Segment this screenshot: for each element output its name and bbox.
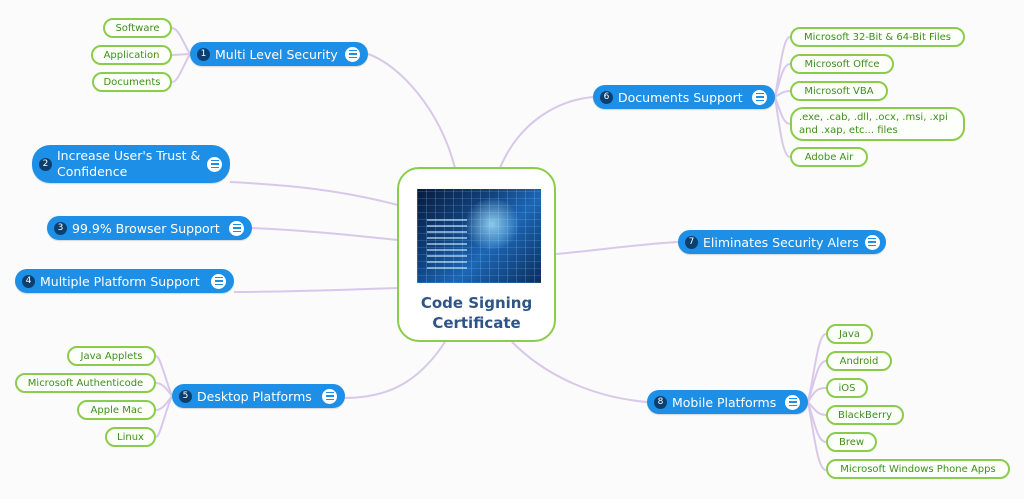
leaf-ios[interactable]: iOS bbox=[826, 378, 868, 398]
branch-label: Mobile Platforms bbox=[672, 394, 777, 410]
central-topic-title: Code Signing Certificate bbox=[420, 294, 533, 332]
leaf-application[interactable]: Application bbox=[91, 45, 172, 65]
branch-number-badge: 8 bbox=[654, 395, 667, 409]
branch-number-badge: 2 bbox=[39, 157, 52, 171]
branch-documents-support[interactable]: 6 Documents Support bbox=[593, 85, 775, 109]
branch-number-badge: 3 bbox=[54, 221, 67, 235]
note-icon[interactable] bbox=[785, 394, 800, 410]
branch-number-badge: 7 bbox=[685, 235, 698, 249]
leaf-microsoft-vba[interactable]: Microsoft VBA bbox=[790, 81, 888, 101]
branch-multiple-platform-support[interactable]: 4 Multiple Platform Support bbox=[15, 269, 234, 293]
branch-eliminates-security-alerts[interactable]: 7 Eliminates Security Alers bbox=[678, 230, 886, 254]
leaf-microsoft-office[interactable]: Microsoft Offce bbox=[790, 54, 894, 74]
branch-desktop-platforms[interactable]: 5 Desktop Platforms bbox=[172, 384, 345, 408]
leaf-microsoft-windows-phone-apps[interactable]: Microsoft Windows Phone Apps bbox=[826, 459, 1010, 479]
leaf-documents[interactable]: Documents bbox=[92, 72, 172, 92]
central-topic[interactable]: Code Signing Certificate bbox=[397, 167, 556, 342]
branch-label: Multiple Platform Support bbox=[40, 273, 200, 289]
leaf-java[interactable]: Java bbox=[826, 324, 873, 344]
branch-label: Desktop Platforms bbox=[197, 388, 312, 404]
branch-number-badge: 4 bbox=[22, 274, 35, 288]
branch-label: Eliminates Security Alers bbox=[703, 234, 859, 250]
leaf-apple-mac[interactable]: Apple Mac bbox=[77, 400, 156, 420]
branch-label: Multi Level Security bbox=[215, 46, 338, 62]
leaf-java-applets[interactable]: Java Applets bbox=[67, 346, 156, 366]
branch-increase-users-trust[interactable]: 2 Increase User's Trust & Confidence bbox=[32, 145, 230, 183]
note-icon[interactable] bbox=[211, 273, 226, 289]
leaf-blackberry[interactable]: BlackBerry bbox=[826, 405, 904, 425]
branch-number-badge: 6 bbox=[600, 90, 613, 104]
branch-browser-support[interactable]: 3 99.9% Browser Support bbox=[47, 216, 252, 240]
leaf-linux[interactable]: Linux bbox=[105, 427, 156, 447]
leaf-adobe-air[interactable]: Adobe Air bbox=[790, 147, 868, 167]
branch-label: Documents Support bbox=[618, 89, 743, 105]
branch-label: Increase User's Trust & Confidence bbox=[57, 148, 201, 179]
branch-label: 99.9% Browser Support bbox=[72, 220, 220, 236]
code-signing-image bbox=[417, 189, 541, 283]
leaf-executable-file-types[interactable]: .exe, .cab, .dll, .ocx, .msi, .xpi and .… bbox=[790, 107, 965, 141]
leaf-microsoft-authenticode[interactable]: Microsoft Authenticode bbox=[15, 373, 156, 393]
note-icon[interactable] bbox=[752, 89, 767, 105]
leaf-software[interactable]: Software bbox=[103, 18, 172, 38]
leaf-microsoft-32-64-bit-files[interactable]: Microsoft 32-Bit & 64-Bit Files bbox=[790, 27, 965, 47]
branch-number-badge: 1 bbox=[197, 47, 210, 61]
note-icon[interactable] bbox=[345, 46, 360, 62]
leaf-android[interactable]: Android bbox=[826, 351, 892, 371]
branch-mobile-platforms[interactable]: 8 Mobile Platforms bbox=[647, 390, 808, 414]
note-icon[interactable] bbox=[207, 156, 222, 172]
note-icon[interactable] bbox=[229, 220, 244, 236]
leaf-brew[interactable]: Brew bbox=[826, 432, 877, 452]
branch-number-badge: 5 bbox=[179, 389, 192, 403]
note-icon[interactable] bbox=[864, 234, 880, 250]
note-icon[interactable] bbox=[322, 388, 337, 404]
branch-multi-level-security[interactable]: 1 Multi Level Security bbox=[190, 42, 368, 66]
